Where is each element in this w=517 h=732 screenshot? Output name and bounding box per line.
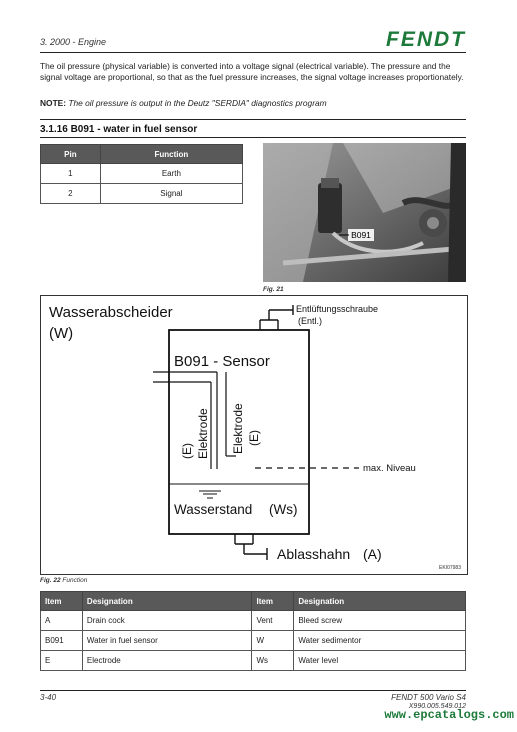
- intro-paragraph: The oil pressure (physical variable) is …: [40, 61, 464, 82]
- vent-screw-symbol: [259, 305, 294, 330]
- sensor-wires: [153, 371, 236, 469]
- fig22-label: Fig. 22: [40, 577, 61, 584]
- table-row: B091 Water in fuel sensor W Water sedime…: [40, 630, 466, 651]
- designation-cell: Drain cock: [81, 610, 253, 631]
- diagram-ref-code: EKI07983: [439, 565, 461, 571]
- vessel-outline: [168, 329, 310, 535]
- drain-label: Ablasshahn: [277, 546, 350, 562]
- item-cell: W: [251, 630, 295, 651]
- fig21-caption: Fig. 21: [263, 286, 284, 293]
- sensor-label: B091 - Sensor: [174, 353, 270, 370]
- fendt-logo-text: FENDT: [386, 29, 466, 49]
- designation-header: Designation: [81, 591, 253, 611]
- designation-cell: Water sedimentor: [293, 630, 466, 651]
- function-header: Function: [99, 144, 244, 164]
- water-level-symbol: [199, 490, 221, 499]
- item-header: Item: [40, 591, 83, 611]
- note: NOTE: The oil pressure is output in the …: [40, 98, 466, 108]
- electrode-left-label-abbr: (E): [180, 443, 194, 459]
- item-cell: E: [40, 650, 83, 671]
- pin-header: Pin: [40, 144, 101, 164]
- legend-table: Item Designation Item Designation A Drai…: [40, 591, 466, 671]
- electrode-left-label: Elektrode: [196, 408, 210, 459]
- designation-cell: Water in fuel sensor: [81, 630, 253, 651]
- section-title: 3.1.16 B091 - water in fuel sensor: [40, 124, 198, 135]
- vent-label-abbr: (Entl.): [298, 316, 322, 326]
- note-text: The oil pressure is output in the Deutz …: [66, 98, 327, 108]
- b091-photo-label: B091: [351, 230, 371, 240]
- pin-cell: 1: [40, 163, 101, 184]
- water-level-label: Wasserstand: [174, 502, 252, 517]
- engine-photo: B091: [263, 143, 466, 282]
- max-level-label: max. Niveau: [363, 463, 416, 474]
- item-cell: A: [40, 610, 83, 631]
- pin-table-header-row: Pin Function: [40, 144, 244, 164]
- diagram-title: Wasserabscheider: [49, 304, 173, 321]
- fig22-text: Function: [60, 577, 88, 584]
- item-cell: B091: [40, 630, 83, 651]
- designation-cell: Water level: [293, 650, 466, 671]
- designation-cell: Electrode: [81, 650, 253, 671]
- note-label: NOTE:: [40, 98, 67, 108]
- vent-label: Entlüftungsschraube: [296, 304, 378, 314]
- item-header: Item: [251, 591, 295, 611]
- water-separator-diagram: Wasserabscheider (W) Entlüftungsschraube…: [40, 295, 468, 575]
- section-rule-top: [40, 119, 466, 120]
- table-row: 2 Signal: [40, 183, 244, 204]
- drain-cock-symbol: [234, 534, 268, 560]
- designation-cell: Bleed screw: [293, 610, 466, 631]
- drain-abbr: (A): [363, 546, 382, 562]
- electrode-right-label-abbr: (E): [247, 430, 261, 446]
- function-cell: Signal: [99, 183, 244, 204]
- pin-table: Pin Function 1 Earth 2 Signal: [40, 144, 244, 204]
- item-cell: Ws: [251, 650, 295, 671]
- electrode-right-label: Elektrode: [231, 403, 245, 454]
- table-row: 1 Earth: [40, 163, 244, 184]
- water-level-abbr: (Ws): [269, 502, 297, 517]
- diagram-title-abbr: (W): [49, 325, 73, 342]
- watermark-link[interactable]: www.epcatalogs.com: [384, 708, 514, 722]
- section-rule-bottom: [40, 137, 466, 138]
- fendt-logo: FENDT: [386, 29, 466, 49]
- document-number: X990.005.549.012: [408, 703, 466, 710]
- model-name: FENDT 500 Vario S4: [391, 693, 466, 702]
- designation-header: Designation: [293, 591, 466, 611]
- fig22-caption: Fig. 22 Function: [40, 577, 87, 584]
- table-row: E Electrode Ws Water level: [40, 650, 466, 671]
- table-row: A Drain cock Vent Bleed screw: [40, 610, 466, 631]
- legend-header-row: Item Designation Item Designation: [40, 591, 466, 611]
- pin-cell: 2: [40, 183, 101, 204]
- footer-rule: [40, 690, 466, 691]
- item-cell: Vent: [251, 610, 295, 631]
- header-section-title: 3. 2000 - Engine: [40, 37, 107, 47]
- header-rule: [40, 52, 466, 53]
- function-cell: Earth: [99, 163, 244, 184]
- page-number: 3-40: [40, 693, 57, 702]
